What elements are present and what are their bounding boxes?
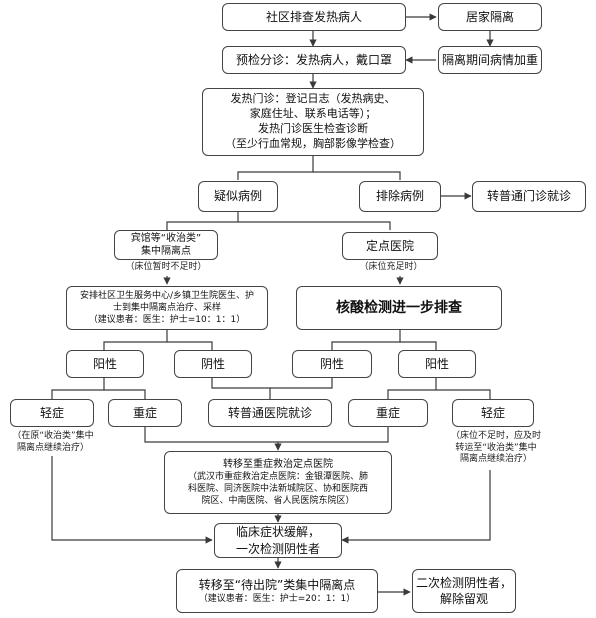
connector-mild-left-to-relief [51, 456, 213, 544]
node-positive-right: 阳性 [398, 350, 476, 378]
node-general-hospital: 转普通医院就诊 [208, 399, 332, 427]
note-mild-left: （在原“收治类”集中 隔离点继续治疗） [12, 431, 94, 453]
connector-clinic-split [237, 156, 314, 180]
note-hotel-bed-shortage: （床位暂时不足时） [125, 262, 207, 272]
node-mild-left: 轻症 [10, 399, 94, 427]
node-suspected-case: 疑似病例 [198, 181, 278, 212]
node-severe-left: 重症 [108, 399, 182, 427]
connector-clinic-split-right [313, 171, 401, 180]
node-isolation-worsening: 隔离期间病情加重 [438, 46, 542, 74]
connector-severe-left-down [144, 427, 278, 443]
connector-severe-right-down [278, 427, 389, 443]
node-fever-clinic: 发热门诊：登记日志（发热病史、 家庭住址、联系电话等）； 发热门诊医生检查诊断 … [202, 88, 424, 156]
node-mild-right: 轻症 [452, 399, 534, 427]
node-pretriage: 预检分诊：发热病人，戴口罩 [222, 46, 406, 74]
node-clinical-relief: 临床症状缓解， 一次检测阴性者 [214, 523, 342, 558]
note-designated-bed-sufficient: （床位充足时） [359, 262, 423, 272]
connector-positive-left-split [51, 378, 105, 399]
connector-negative-right-to-general [270, 378, 333, 389]
node-home-isolation: 居家隔离 [438, 3, 542, 31]
node-negative-left: 阴性 [174, 350, 252, 378]
connector-test-split [331, 330, 401, 350]
node-severe-right: 重症 [348, 399, 428, 427]
connector-test-split-right [400, 341, 437, 350]
node-hotel-isolation: 宾馆等“收治类” 集中隔离点 [114, 230, 218, 260]
connector-suspected-split [166, 212, 239, 230]
connector-suspected-split-right [238, 221, 391, 230]
node-excluded-case: 排除病例 [359, 181, 441, 212]
connector-positive-right-split [387, 378, 437, 399]
node-community-staff: 安排社区卫生服务中心/乡镇卫生院医生、护 士到集中隔离点治疗、采样 （建议患者：… [66, 286, 268, 330]
node-release-observation: 二次检测阴性者， 解除留观 [412, 569, 516, 613]
connector-staff-split [103, 330, 168, 350]
node-severe-hospital: 转移至重症救治定点医院 （武汉市重症救治定点医院：金银潭医院、肺 科医院、同济医… [164, 451, 392, 514]
node-general-clinic: 转普通门诊就诊 [472, 181, 586, 212]
connector-staff-split-right [167, 341, 213, 350]
note-mild-right: （床位不足时，应及时 转运至“收治类”集中 隔离点继续治疗） [450, 431, 541, 465]
node-nucleic-test: 核酸检测进一步排查 [296, 286, 502, 330]
node-positive-left: 阳性 [66, 350, 144, 378]
node-community-screening: 社区排查发热病人 [222, 3, 406, 31]
connector-negative-left-to-general [211, 378, 271, 399]
connector-positive-right-split-right [436, 389, 491, 399]
connector-mild-right-to-relief [341, 470, 491, 544]
node-negative-right: 阴性 [292, 350, 372, 378]
node-discharge-isolation: 转移至“待出院”类集中隔离点 （建议患者：医生：护士=20：1：1） [176, 569, 378, 613]
node-designated-hospital: 定点医院 [342, 232, 438, 260]
connector-positive-left-split-right [104, 389, 146, 399]
